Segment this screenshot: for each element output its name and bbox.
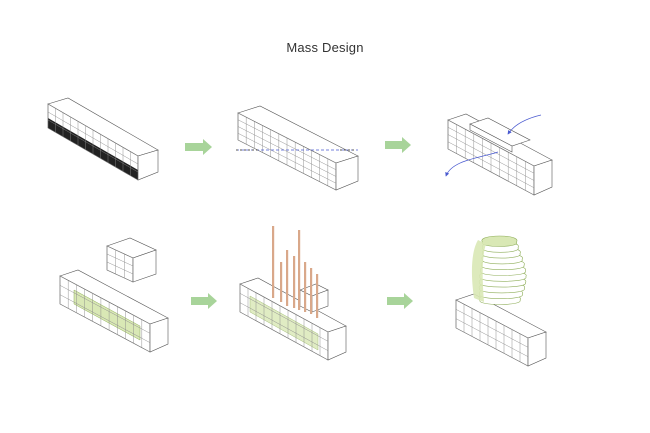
frame-line <box>447 134 535 181</box>
frame-line <box>106 253 134 267</box>
frame-line <box>447 127 535 174</box>
flow-arrow-1 <box>185 139 212 155</box>
pole <box>298 230 301 310</box>
frame-line <box>239 293 329 342</box>
frame-line <box>59 303 151 353</box>
frame-line <box>237 139 337 191</box>
frame-line <box>47 103 139 157</box>
flow-arrow-2 <box>385 137 411 153</box>
step-6-curved-tower <box>455 235 547 367</box>
pole <box>293 256 296 308</box>
tower-green-band <box>471 240 486 302</box>
page-title: Mass Design <box>286 40 364 55</box>
frame-line <box>455 309 529 348</box>
frame-line <box>106 261 134 275</box>
step-5-vertical-poles <box>239 226 347 361</box>
frame-line <box>47 119 139 173</box>
step-4-added-module <box>59 237 169 353</box>
frame-line <box>447 148 535 196</box>
frame-line <box>455 318 529 357</box>
frame-line <box>59 275 151 325</box>
frame-line <box>455 299 529 339</box>
pole <box>280 262 283 302</box>
flow-arrow-4 <box>387 293 413 309</box>
frame-line <box>47 127 139 181</box>
frame-line <box>239 283 329 333</box>
frame-line <box>237 126 337 177</box>
tower-floor-plate <box>481 235 517 247</box>
pole <box>272 226 275 298</box>
frame-line <box>447 141 535 188</box>
frame-line <box>47 111 139 165</box>
frame-line <box>237 112 337 164</box>
frame-line <box>239 302 329 351</box>
frame-line <box>447 119 535 167</box>
frame-line <box>59 285 151 334</box>
pole <box>310 268 313 314</box>
frame-line <box>239 311 329 361</box>
frame-line <box>106 245 134 259</box>
flow-arrow-3 <box>191 293 217 309</box>
step-1-base-block <box>47 97 159 181</box>
frame-line <box>106 269 134 283</box>
frame-line <box>237 119 337 170</box>
frame-line <box>59 294 151 343</box>
pole <box>316 274 319 318</box>
frame-line <box>237 133 337 184</box>
frame-line <box>455 327 529 367</box>
step-3-stepped-massing <box>445 113 553 196</box>
pole <box>286 250 289 306</box>
pole <box>304 262 307 312</box>
step-2-grid-frame <box>236 105 359 191</box>
